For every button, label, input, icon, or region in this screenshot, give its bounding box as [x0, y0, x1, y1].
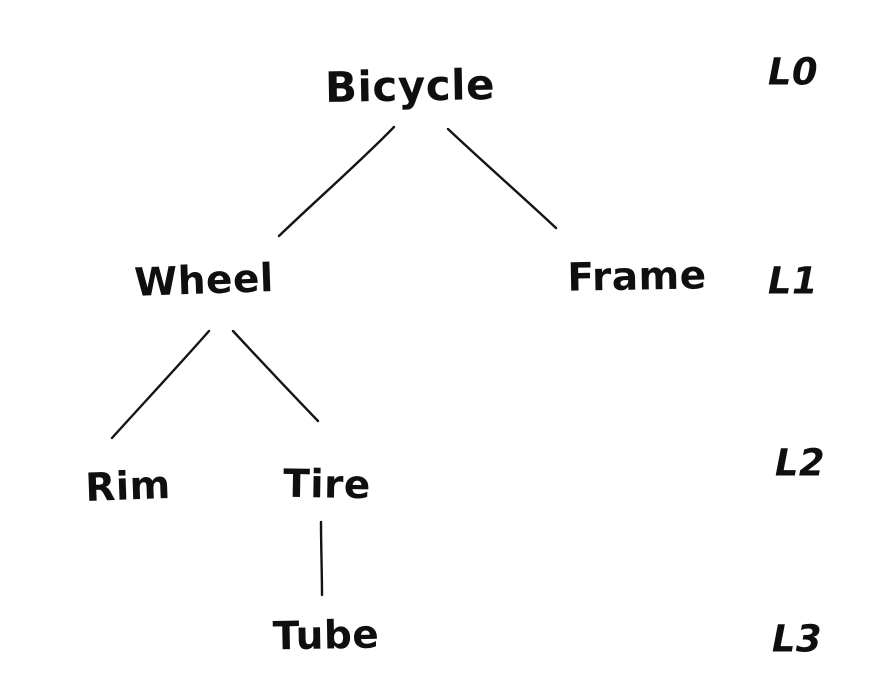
edge-bicycle-frame [446, 127, 558, 230]
node-bicycle: Bicycle [324, 60, 496, 112]
edge-wheel-tire [231, 329, 320, 423]
node-rim: Rim [84, 463, 172, 511]
node-tire: Tire [282, 461, 372, 509]
level-label-l1: L1 [767, 259, 819, 303]
node-wheel: Wheel [133, 256, 275, 306]
level-label-l3: L3 [771, 617, 823, 661]
node-tube: Tube [272, 612, 380, 660]
node-frame: Frame [566, 253, 708, 301]
edge-tire-tube [319, 520, 324, 597]
level-label-l0: L0 [767, 50, 819, 94]
level-label-l2: L2 [774, 441, 826, 485]
edge-wheel-rim [110, 329, 211, 440]
edge-bicycle-wheel [277, 125, 396, 238]
